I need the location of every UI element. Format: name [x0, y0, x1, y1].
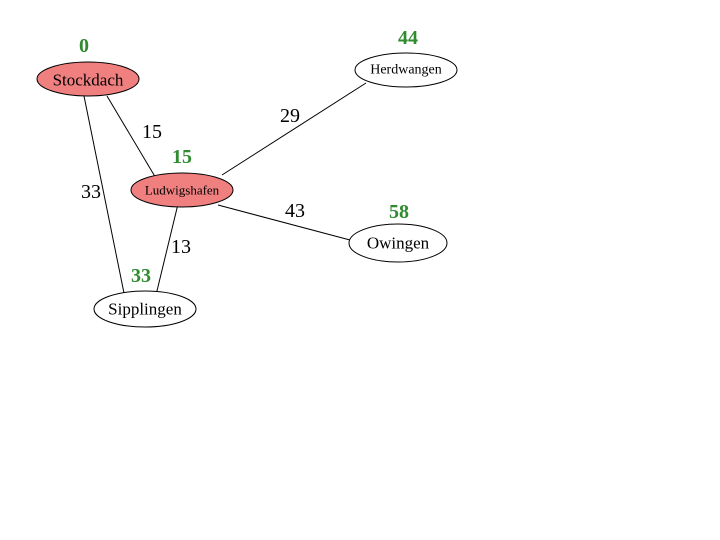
edge-weight-ludwigshafen-owingen: 43 [285, 200, 305, 222]
node-shape [93, 290, 197, 328]
node-sipplingen[interactable]: Sipplingen [93, 290, 197, 328]
weights-layer: 15 33 29 43 13 [81, 105, 305, 258]
edge-ludwigshafen-herdwangen [221, 82, 367, 176]
node-label: Stockdach [53, 71, 124, 90]
node-stockdach[interactable]: Stockdach [36, 61, 140, 97]
edge-weight-stockdach-ludwigshafen: 15 [142, 121, 162, 143]
distance-label-stockdach: 0 [79, 35, 89, 57]
node-label: Herdwangen [370, 63, 442, 78]
edge-ludwigshafen-sipplingen [155, 203, 179, 296]
edge-weight-ludwigshafen-sipplingen: 13 [171, 236, 191, 258]
edge-weight-ludwigshafen-herdwangen: 29 [280, 105, 300, 127]
node-ludwigshafen[interactable]: Ludwigshafen [130, 172, 234, 208]
node-shape [36, 61, 140, 97]
distance-label-sipplingen: 33 [131, 265, 151, 287]
node-owingen[interactable]: Owingen [348, 223, 448, 263]
edge-ludwigshafen-owingen [217, 204, 351, 241]
edge-weight-stockdach-sipplingen: 33 [81, 181, 101, 203]
distance-label-herdwangen: 44 [398, 27, 418, 49]
distances-layer: 0 44 15 58 33 [79, 27, 418, 287]
node-label: Ludwigshafen [145, 183, 220, 198]
node-herdwangen[interactable]: Herdwangen [354, 52, 458, 88]
distance-label-ludwigshafen: 15 [172, 146, 192, 168]
node-shape [130, 172, 234, 208]
edge-stockdach-ludwigshafen [106, 95, 161, 186]
nodes-layer: Stockdach Herdwangen Ludwigshafen Owinge… [36, 52, 458, 328]
edge-stockdach-sipplingen [83, 95, 126, 299]
node-shape [348, 223, 448, 263]
node-label: Owingen [367, 234, 430, 253]
edges-layer [83, 82, 367, 299]
node-label: Sipplingen [108, 300, 182, 319]
distance-label-owingen: 58 [389, 201, 409, 223]
node-shape [354, 52, 458, 88]
